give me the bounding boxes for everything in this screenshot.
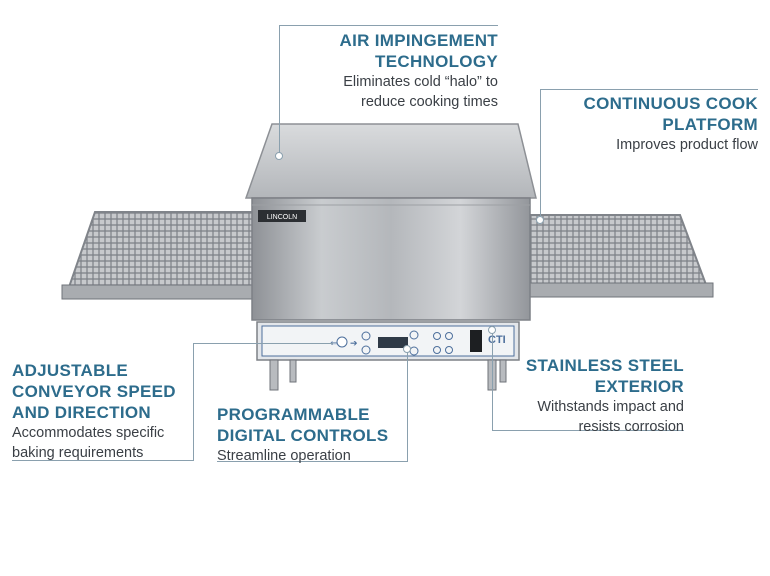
programmable-controls-callout: PROGRAMMABLE DIGITAL CONTROLS Streamline… xyxy=(217,404,405,466)
steel-leader-line-bottom xyxy=(492,430,684,431)
cook-leader-line-top xyxy=(540,89,758,90)
digital-title-1: PROGRAMMABLE xyxy=(217,405,370,424)
digital-leader-line xyxy=(407,349,408,461)
svg-text:⇐: ⇐ xyxy=(330,338,338,348)
conveyor-leader-line-top xyxy=(193,343,333,344)
air-leader-line xyxy=(279,25,280,156)
conveyor-title-1: ADJUSTABLE xyxy=(12,361,129,380)
conveyor-leader-line-bottom xyxy=(12,460,194,461)
digital-leader-dot xyxy=(403,345,411,353)
conveyor-title-3: AND DIRECTION xyxy=(12,403,151,422)
cook-desc-1: Improves product flow xyxy=(616,137,758,153)
steel-title-1: STAINLESS STEEL xyxy=(525,356,684,375)
steel-title-2: EXTERIOR xyxy=(594,377,684,396)
steel-leader-line xyxy=(492,330,493,430)
conveyor-title-2: CONVEYOR SPEED xyxy=(12,382,176,401)
air-title-2: TECHNOLOGY xyxy=(375,52,498,71)
air-title-1: AIR IMPINGEMENT xyxy=(339,31,498,50)
svg-text:➔: ➔ xyxy=(350,338,358,348)
air-impingement-callout: AIR IMPINGEMENT TECHNOLOGY Eliminates co… xyxy=(290,30,498,112)
power-switch[interactable] xyxy=(470,330,482,352)
digital-leader-line-bottom xyxy=(217,461,408,462)
steel-desc-2: resists corrosion xyxy=(578,419,684,435)
air-leader-dot xyxy=(275,152,283,160)
steel-desc-1: Withstands impact and xyxy=(537,399,684,415)
left-conveyor xyxy=(61,211,262,300)
cook-title-1: CONTINUOUS COOK xyxy=(583,94,758,113)
direction-knob[interactable] xyxy=(336,336,348,348)
adjustable-conveyor-callout: ADJUSTABLE CONVEYOR SPEED AND DIRECTION … xyxy=(12,360,192,463)
cook-leader-line xyxy=(540,89,541,220)
cook-title-2: PLATFORM xyxy=(662,115,758,134)
digital-title-2: DIGITAL CONTROLS xyxy=(217,426,389,445)
oven-top xyxy=(244,123,537,199)
air-leader-line-top xyxy=(279,25,498,26)
stainless-steel-callout: STAINLESS STEEL EXTERIOR Withstands impa… xyxy=(494,355,684,437)
air-desc-1: Eliminates cold “halo” to xyxy=(343,74,498,90)
digital-desc-1: Streamline operation xyxy=(217,448,351,464)
steel-leader-dot xyxy=(488,326,496,334)
conveyor-desc-1: Accommodates specific xyxy=(12,425,165,441)
conveyor-leader-line xyxy=(193,343,194,460)
cook-leader-dot xyxy=(536,216,544,224)
digital-display xyxy=(378,337,408,348)
oven-body xyxy=(251,197,531,321)
brand-label: LINCOLN xyxy=(267,214,297,221)
air-desc-2: reduce cooking times xyxy=(360,94,498,110)
right-conveyor xyxy=(526,214,714,298)
conveyor-desc-2: baking requirements xyxy=(12,445,144,461)
panel-logo: CTI xyxy=(488,334,506,346)
continuous-cook-callout: CONTINUOUS COOK PLATFORM Improves produc… xyxy=(550,93,759,155)
brand-badge xyxy=(258,210,306,222)
